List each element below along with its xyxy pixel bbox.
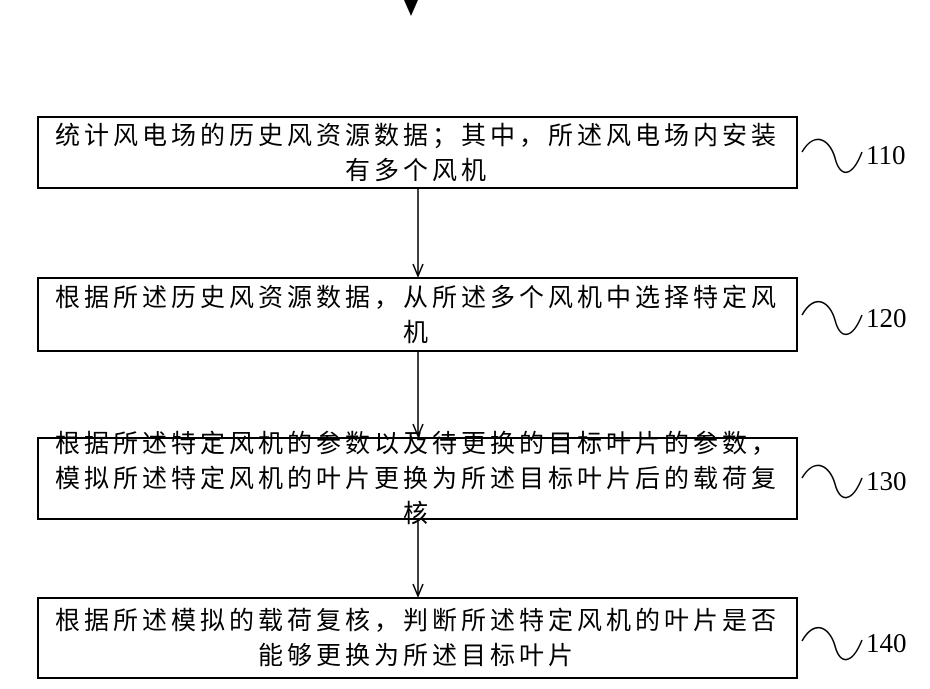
leader-line-140 — [802, 628, 862, 660]
leader-line-120 — [802, 302, 862, 335]
step-box-110: 统计风电场的历史风资源数据；其中，所述风电场内安装有多个风机 — [37, 116, 798, 189]
step-ref-120: 120 — [866, 303, 907, 333]
step-ref-110: 110 — [866, 140, 906, 170]
step-text: 统计风电场的历史风资源数据；其中，所述风电场内安装有多个风机 — [47, 118, 788, 188]
step-ref-130: 130 — [866, 466, 907, 496]
step-box-130: 根据所述特定风机的参数以及待更换的目标叶片的参数，模拟所述特定风机的叶片更换为所… — [37, 437, 798, 520]
step-text: 根据所述模拟的载荷复核，判断所述特定风机的叶片是否能够更换为所述目标叶片 — [47, 603, 788, 673]
leader-line-110 — [802, 139, 862, 172]
step-box-120: 根据所述历史风资源数据，从所述多个风机中选择特定风机 — [37, 277, 798, 352]
step-box-140: 根据所述模拟的载荷复核，判断所述特定风机的叶片是否能够更换为所述目标叶片 — [37, 597, 798, 679]
incoming-arrow — [404, 0, 418, 16]
leader-line-130 — [802, 465, 862, 497]
step-text: 根据所述历史风资源数据，从所述多个风机中选择特定风机 — [47, 280, 788, 350]
step-ref-140: 140 — [866, 628, 907, 658]
step-text: 根据所述特定风机的参数以及待更换的目标叶片的参数，模拟所述特定风机的叶片更换为所… — [47, 426, 788, 531]
